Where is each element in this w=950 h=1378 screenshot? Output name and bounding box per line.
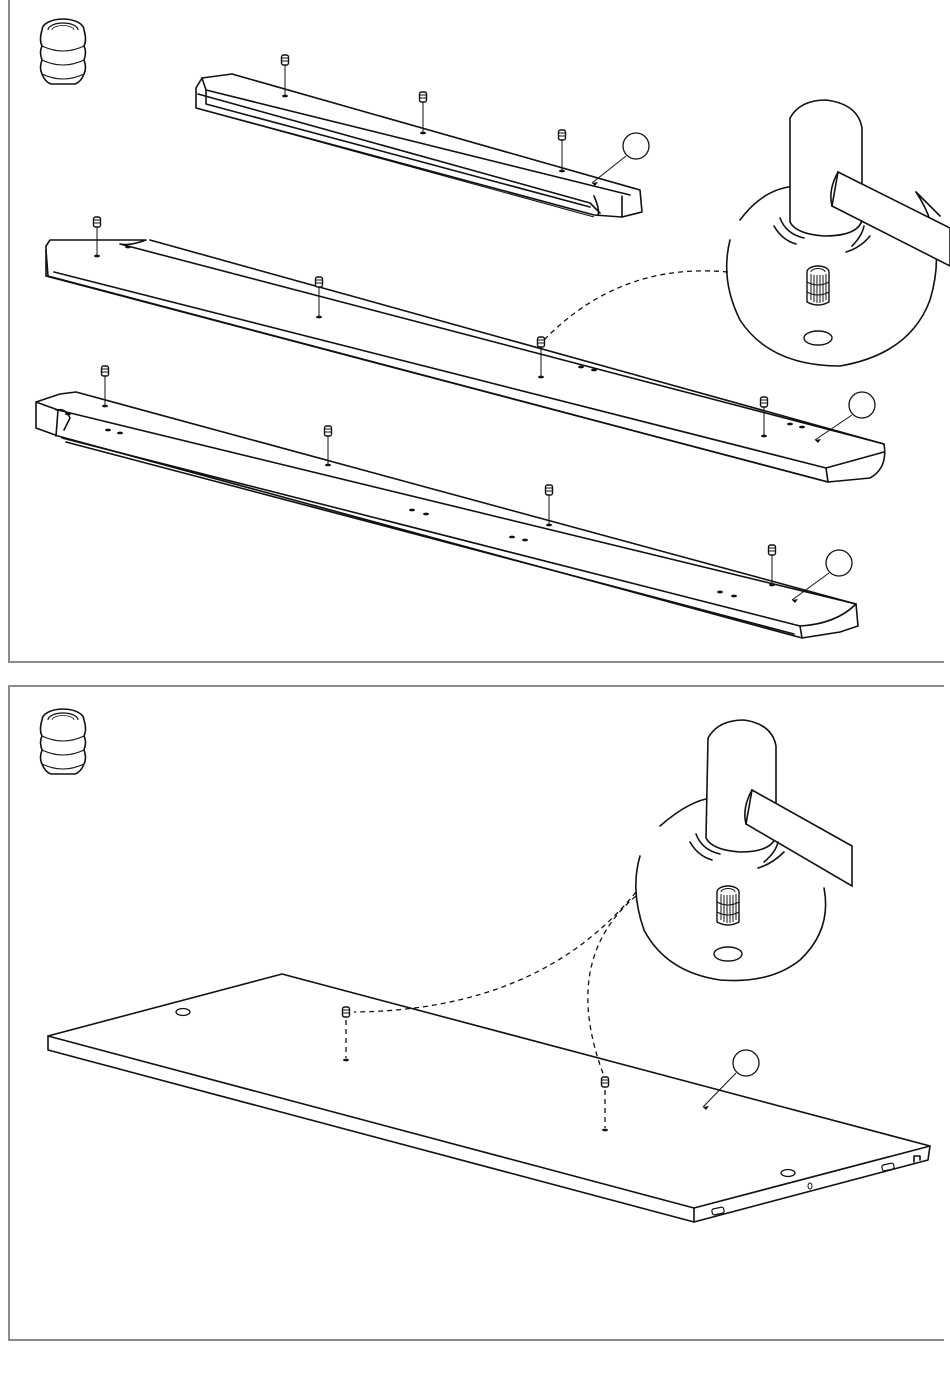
dowel-icon-bottom: [41, 709, 86, 774]
panel: [48, 974, 930, 1222]
mallet-icon-bottom: [706, 720, 852, 886]
mallet-detail-top: [544, 100, 950, 366]
mallet-icon: [790, 100, 950, 266]
dowel-icon: [41, 19, 86, 84]
